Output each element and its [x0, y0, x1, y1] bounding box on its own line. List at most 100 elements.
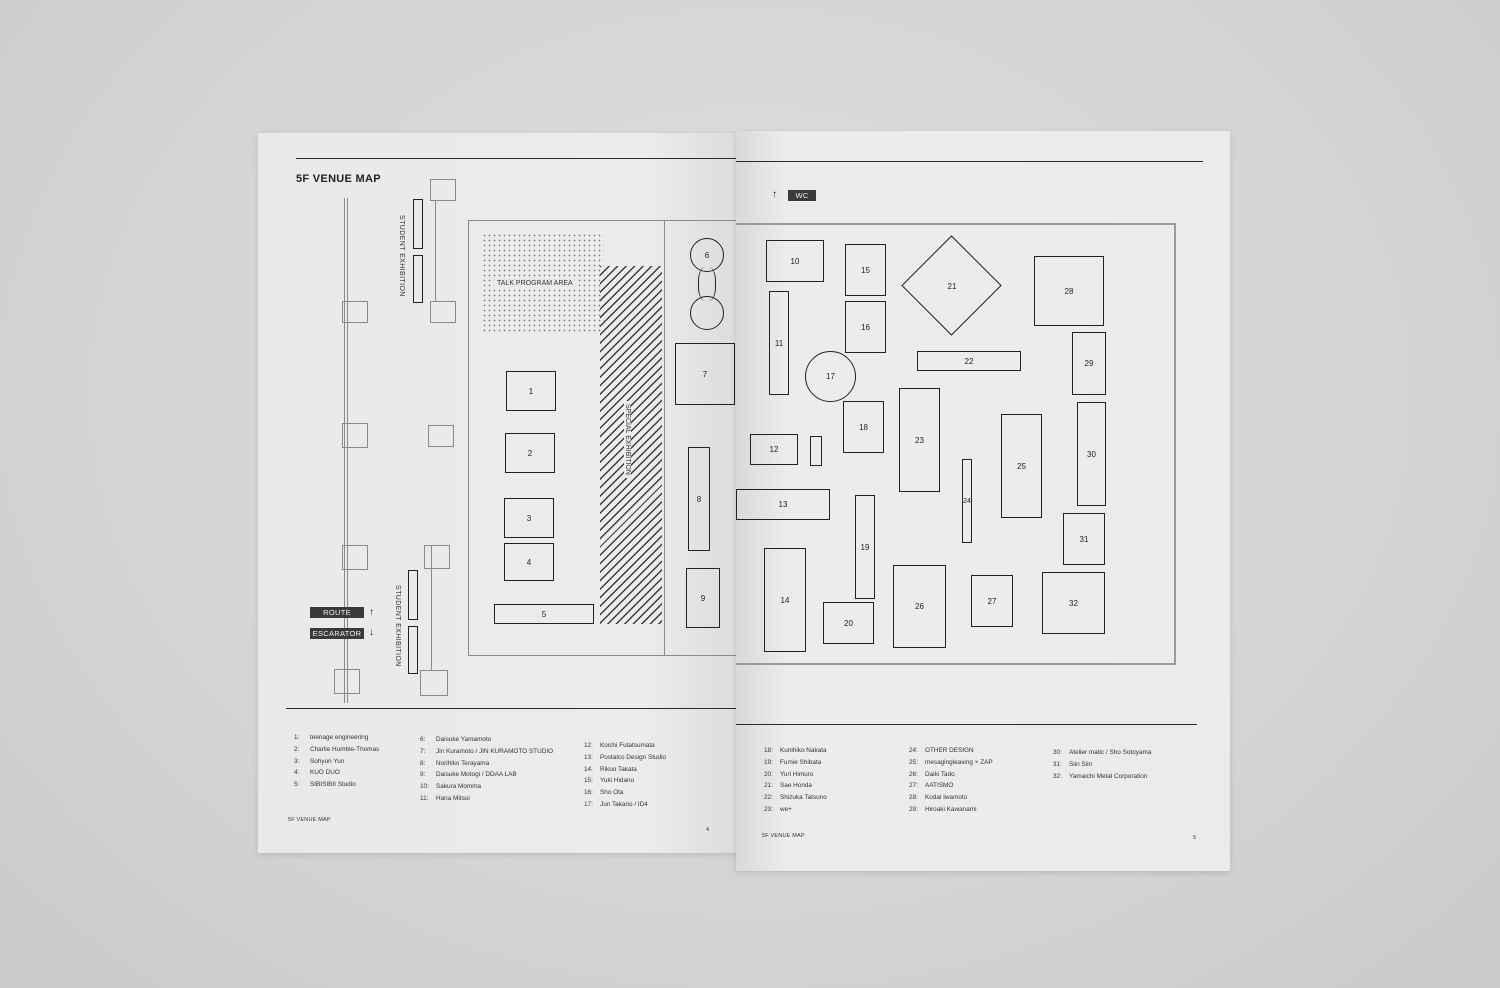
- legend-column-5: 24:OTHER DESIGN 25:mesagingleaving × ZAP…: [909, 745, 993, 816]
- legend-item: 27:AATISMO: [909, 782, 954, 790]
- booth-11[interactable]: 11: [769, 291, 789, 395]
- legend-item: 7:Jin Kuramoto / JIN KURAMOTO STUDIO: [420, 747, 554, 755]
- legend-item: 6:Daisuke Yamamoto: [420, 736, 492, 743]
- booth-28[interactable]: 28: [1034, 256, 1104, 326]
- booth-12[interactable]: 12: [750, 434, 798, 465]
- booth-25[interactable]: 25: [1001, 414, 1042, 518]
- legend-item: 16:Sho Ota: [584, 789, 624, 797]
- legend-item: 24:OTHER DESIGN: [909, 747, 974, 754]
- booth-2[interactable]: 2: [505, 433, 555, 473]
- booth-31[interactable]: 31: [1063, 513, 1105, 565]
- booth-10[interactable]: 10: [766, 240, 824, 282]
- booth-6-bottom[interactable]: [690, 296, 724, 330]
- up-arrow-icon: ↑: [772, 189, 777, 200]
- legend-column-3: 12:Koichi Futatsumata 13:Postalco Design…: [584, 740, 666, 811]
- legend-item: 21:Sae Honda: [764, 782, 812, 790]
- up-arrow-icon: ↑: [369, 607, 374, 618]
- legend-rule: [286, 708, 740, 709]
- booth-13[interactable]: 13: [736, 489, 830, 520]
- column: [334, 669, 360, 694]
- legend-item: 32:Yamaichi Metal Corporation: [1053, 772, 1148, 780]
- booth-17[interactable]: 17: [805, 351, 856, 402]
- student-exhibition-panel: [413, 199, 423, 249]
- column: [430, 179, 456, 201]
- down-arrow-icon: ↓: [369, 627, 374, 638]
- legend-item: 8:Norihiko Terayama: [420, 759, 490, 767]
- column: [428, 425, 454, 447]
- booth-26[interactable]: 26: [893, 565, 946, 648]
- legend-item: 11:Hana Mitsui: [420, 794, 470, 802]
- map-title: 5F VENUE MAP: [296, 173, 381, 185]
- wall-segment: [428, 545, 432, 670]
- corridor-wall: [344, 198, 348, 703]
- booth-9[interactable]: 9: [686, 568, 720, 628]
- legend-item: 5:SIBISIBII Studio: [294, 781, 356, 789]
- legend-item: 12:Koichi Futatsumata: [584, 742, 655, 749]
- legend-item: 15:Yuki Hidano: [584, 777, 635, 785]
- booth-20[interactable]: 20: [823, 602, 874, 644]
- booth-3[interactable]: 3: [504, 498, 554, 538]
- student-exhibition-label: STUDENT EXHIBITION: [398, 215, 405, 297]
- student-exhibition-panel: [408, 570, 418, 620]
- booth-8[interactable]: 8: [688, 447, 710, 551]
- legend-item: 10:Sakura Momma: [420, 783, 482, 791]
- legend-column-2: 6:Daisuke Yamamoto 7:Jin Kuramoto / JIN …: [420, 734, 553, 805]
- booth-1[interactable]: 1: [506, 371, 556, 411]
- booth-21-label: 21: [947, 281, 957, 291]
- legend-item: 25:mesagingleaving × ZAP: [909, 758, 993, 766]
- column: [430, 301, 456, 323]
- legend-rule: [736, 724, 1197, 725]
- booth-24[interactable]: 24: [962, 459, 972, 543]
- legend-column-4: 18:Kunihiko Nakata 19:Fumie Shibata 20:Y…: [764, 745, 827, 816]
- booth-32[interactable]: 32: [1042, 572, 1105, 634]
- booth-23[interactable]: 23: [899, 388, 940, 492]
- booth-22[interactable]: 22: [917, 351, 1021, 371]
- booth-16[interactable]: 16: [845, 301, 886, 353]
- booth-14[interactable]: 14: [764, 548, 806, 652]
- legend-item: 4:KUO DUO: [294, 769, 340, 777]
- booth-27[interactable]: 27: [971, 575, 1013, 627]
- booth-19[interactable]: 19: [855, 495, 875, 599]
- talk-program-label: TALK PROGRAM AREA: [494, 280, 576, 287]
- column: [420, 670, 448, 696]
- page-number: 5: [1193, 835, 1197, 841]
- hall-wall: [736, 223, 1176, 665]
- escalator-label: ESCARATOR: [310, 628, 364, 639]
- legend-item: 23:we+: [764, 805, 792, 813]
- booth-6-neck: [698, 267, 716, 301]
- legend-item: 31:Siin Siin: [1053, 760, 1093, 768]
- legend-item: 30:Atelier matic / Sho Sotoyama: [1053, 749, 1152, 756]
- special-exhibition-area: [600, 266, 662, 624]
- hall-wall: [468, 220, 740, 656]
- wall-segment: [432, 201, 436, 301]
- booth-29[interactable]: 29: [1072, 332, 1106, 395]
- legend-item: 20:Yuri Himuro: [764, 770, 814, 778]
- legend-item: 2:Charlie Humble-Thomas: [294, 745, 380, 753]
- left-page: 5F VENUE MAP STUDENT EXHIBITION STUDENT …: [258, 133, 740, 853]
- legend-item: 28:Kodai Iwamoto: [909, 794, 968, 802]
- booth-12-small[interactable]: [810, 436, 822, 466]
- booth-18[interactable]: 18: [843, 401, 884, 453]
- legend-item: 14:Rikuo Takata: [584, 765, 637, 773]
- legend-item: 22:Shizuka Tatsuno: [764, 794, 827, 802]
- booth-5[interactable]: 5: [494, 604, 594, 624]
- legend-item: 9:Daisuke Motogi / DDAA LAB: [420, 771, 517, 779]
- legend-item: 26:Daiki Tado: [909, 770, 955, 778]
- booth-30[interactable]: 30: [1077, 402, 1106, 506]
- booth-4[interactable]: 4: [504, 543, 554, 581]
- booth-15[interactable]: 15: [845, 244, 886, 296]
- legend-item: 1:teenage engineering: [294, 734, 369, 741]
- right-page: ↑ WC 10 11 12 13 14 15 16 17 18 19 20 21…: [736, 131, 1230, 871]
- legend-item: 29:Hiroaki Kawanami: [909, 805, 977, 813]
- column: [342, 545, 368, 570]
- booth-7[interactable]: 7: [675, 343, 735, 405]
- footer-title: 5F VENUE MAP: [762, 833, 805, 839]
- top-rule: [736, 161, 1203, 162]
- column: [342, 301, 368, 323]
- student-exhibition-panel: [408, 626, 418, 674]
- legend-column-1: 1:teenage engineering 2:Charlie Humble-T…: [294, 732, 379, 791]
- legend-item: 17:Jun Takano / ID4: [584, 800, 648, 808]
- legend-item: 19:Fumie Shibata: [764, 758, 822, 766]
- legend-item: 18:Kunihiko Nakata: [764, 747, 827, 754]
- page-number: 4: [706, 827, 710, 833]
